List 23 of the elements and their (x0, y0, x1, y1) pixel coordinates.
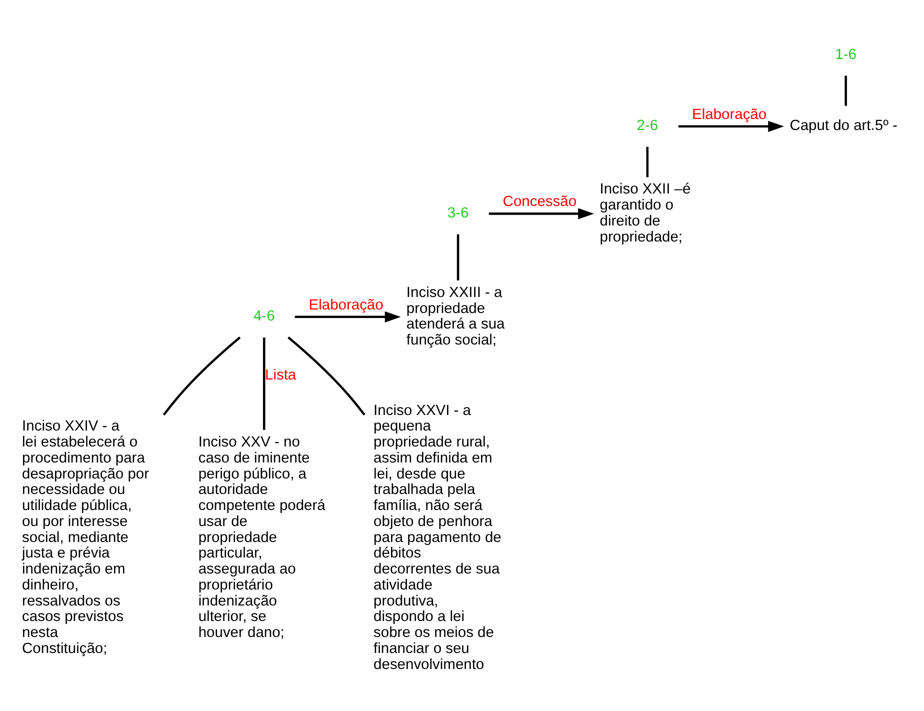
connector (844, 75, 847, 106)
node-text: 3-6 (447, 205, 469, 222)
edge-label: Concessão (502, 194, 577, 210)
connector (162, 336, 241, 416)
arrow (678, 120, 784, 132)
connector (288, 336, 366, 416)
node-text: Inciso XXV - no caso de iminente perigo público, a autoridade competente poderá usar de propriedade particular, assegurada ao proprietário indenização ulterior, se houver dano; (198, 434, 326, 641)
node-text: 1-6 (835, 46, 856, 62)
node-text: Inciso XXIII - a propriedade atenderá a sua função social; (406, 284, 505, 348)
node-text: Inciso XXIV - a lei estabelecerá o procedimento para desapropriação por necessidade ou utilidade pública, ou por interesse social, mediante justa e prévia indenização em dinheiro, ressalvados os casos previstos nesta Constituição; (22, 418, 150, 656)
edge-label: Elaboração (692, 106, 767, 122)
node-text: 2-6 (636, 118, 658, 134)
edge-label: Elaboração (308, 296, 384, 313)
connector (456, 234, 460, 280)
edge-label: Lista (265, 367, 296, 384)
node-text: Inciso XXVI - a pequena propriedade rural, assim definida em lei, desde que trabalhada pela família, não será objeto de penhora para pagamento de débitos decorrentes de sua atividade produtiva, dispondo a lei sobre os meios de financiar o seu desenvolvimento (374, 402, 502, 672)
arrow (294, 310, 401, 322)
connector (646, 146, 649, 177)
node-text: Inciso XXII –é garantido o direito de propriedade; (600, 181, 691, 245)
node-text: 4-6 (253, 308, 275, 324)
arrow (488, 208, 594, 219)
node-text: Caput do art.5º - (790, 118, 898, 134)
connector (263, 336, 266, 430)
